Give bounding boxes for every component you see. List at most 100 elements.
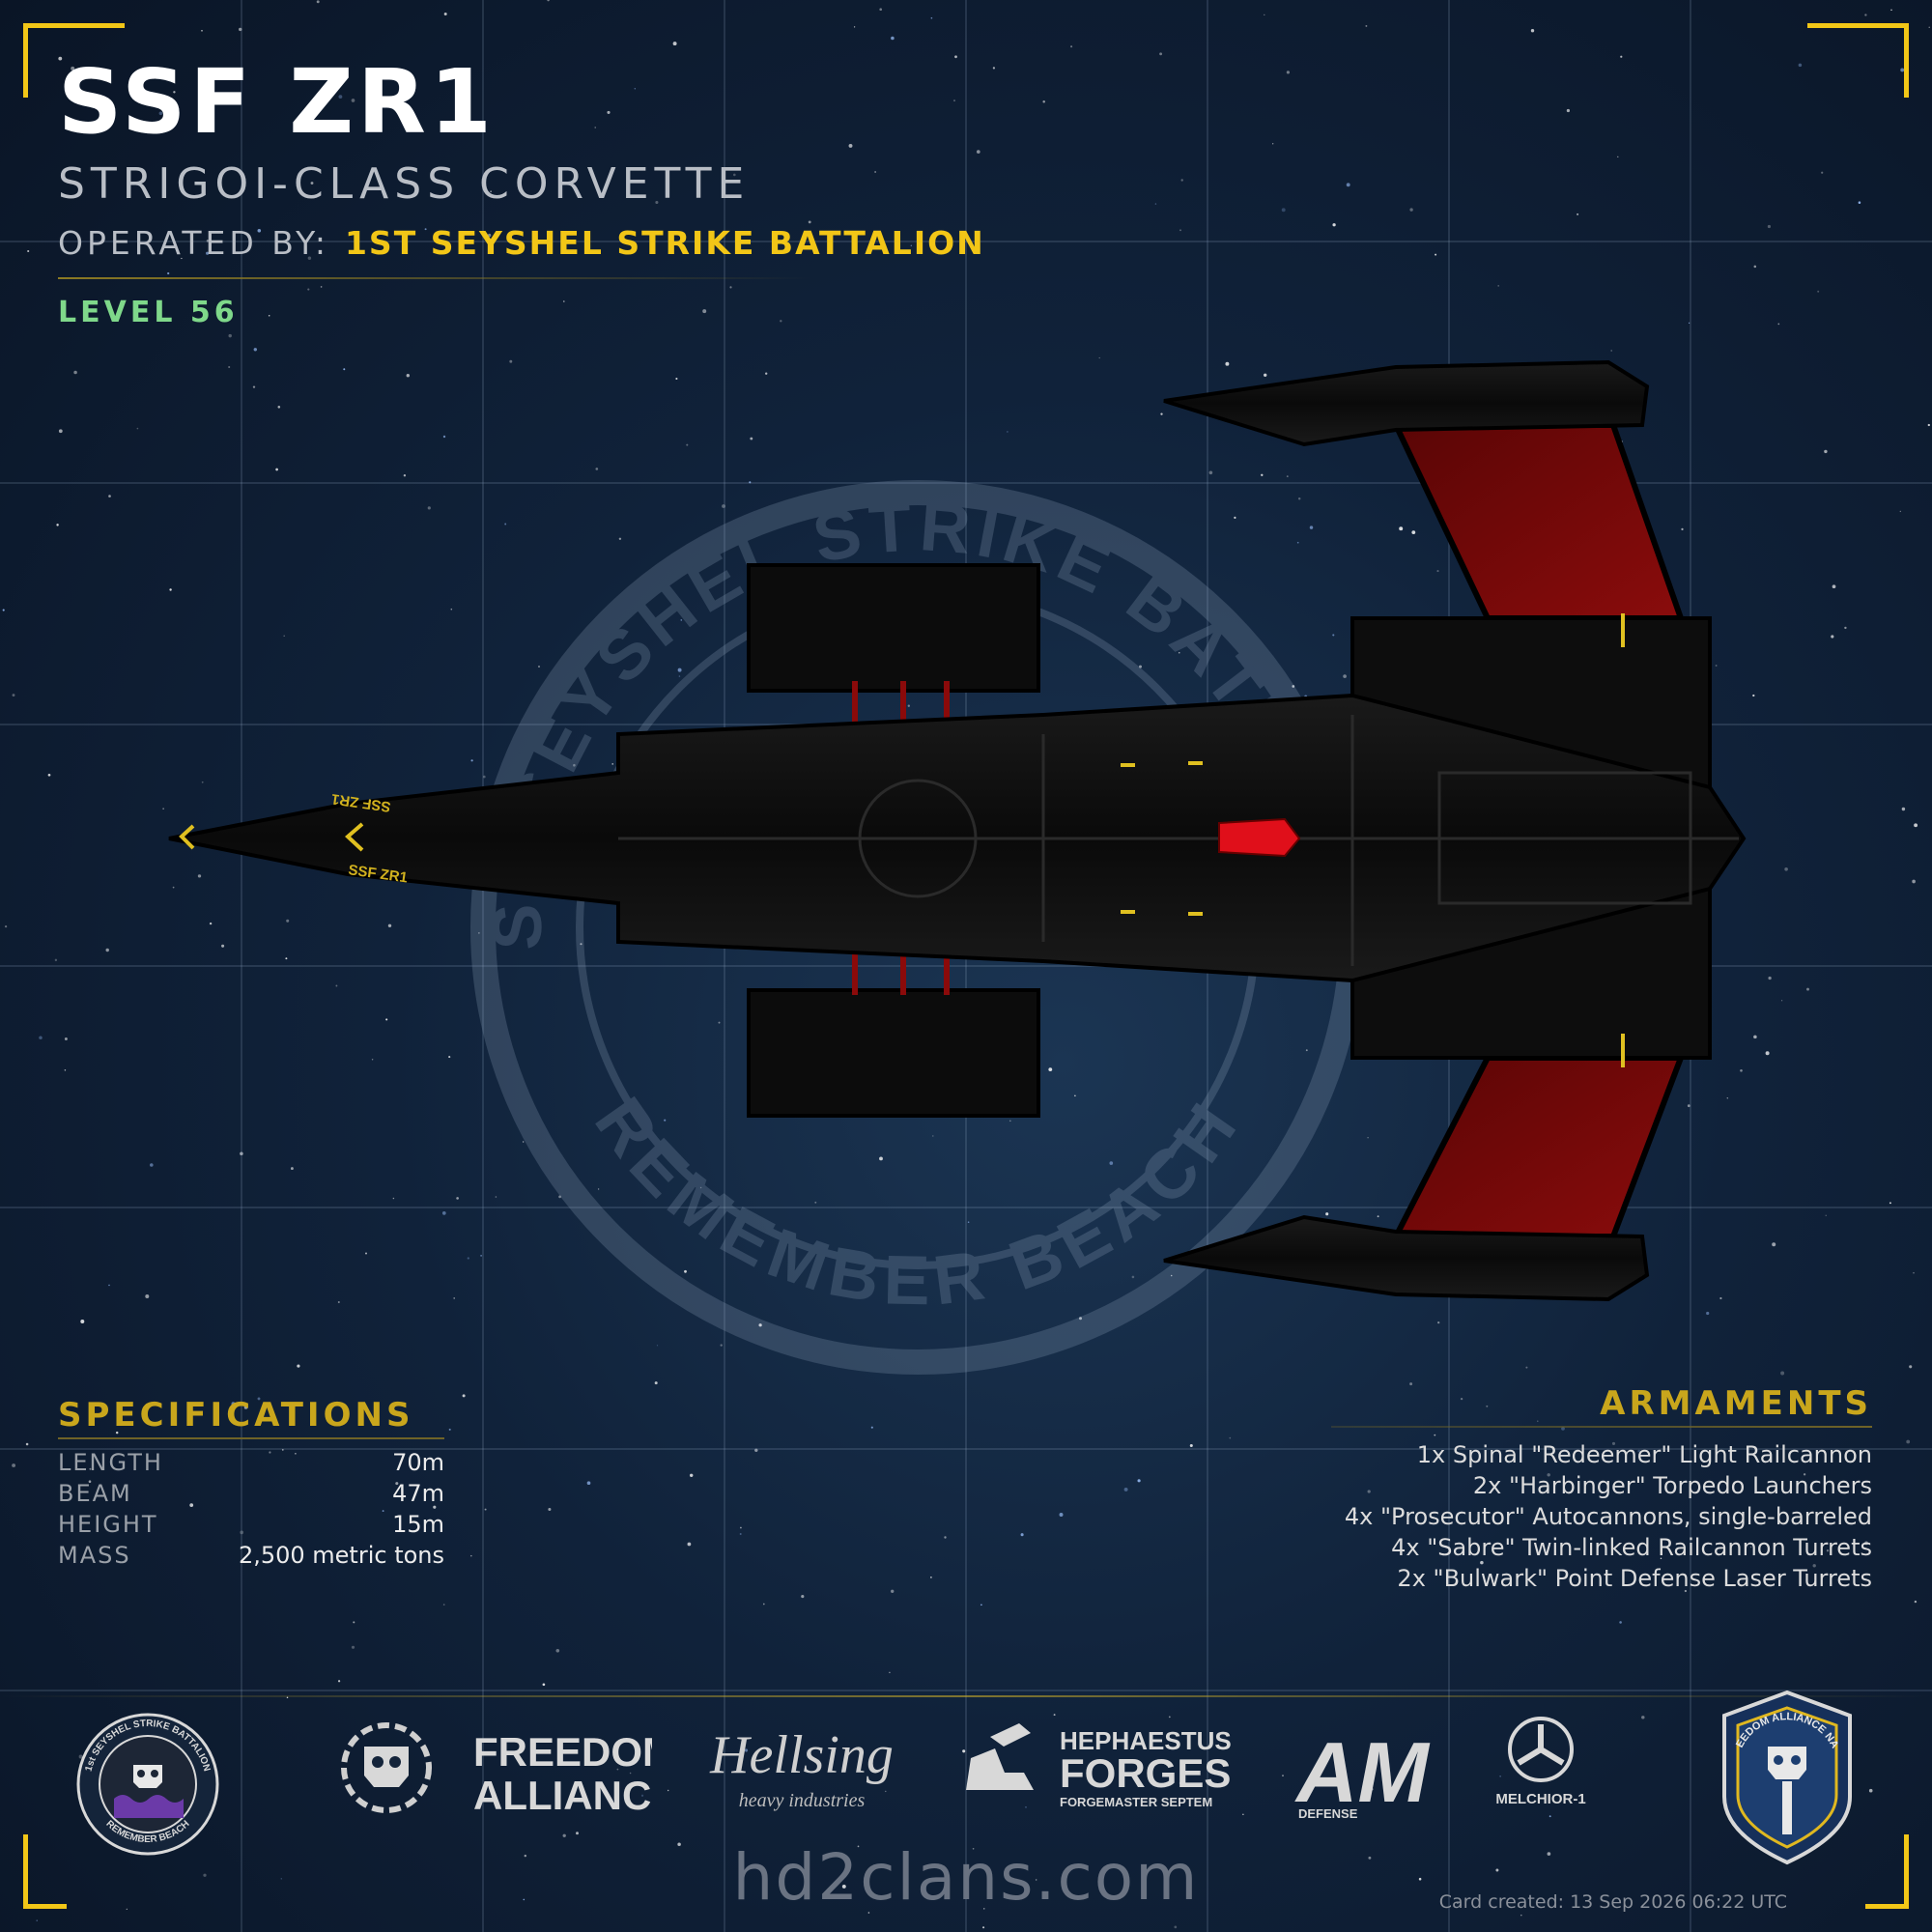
star bbox=[702, 309, 707, 314]
star bbox=[47, 773, 51, 777]
star bbox=[586, 1481, 591, 1486]
operator-name: 1ST SEYSHEL STRIKE BATTALION bbox=[344, 224, 985, 262]
star bbox=[36, 1919, 38, 1921]
star bbox=[307, 288, 310, 291]
star bbox=[490, 190, 492, 192]
star bbox=[162, 808, 164, 810]
specifications-heading: SPECIFICATIONS bbox=[58, 1396, 414, 1435]
star bbox=[108, 495, 111, 497]
star bbox=[1889, 1202, 1891, 1205]
star bbox=[907, 704, 910, 707]
star bbox=[1070, 45, 1073, 48]
spinal-turret-red bbox=[1218, 817, 1301, 858]
header-divider bbox=[58, 277, 811, 279]
star bbox=[1610, 350, 1613, 352]
star bbox=[1229, 1436, 1232, 1439]
star bbox=[320, 286, 323, 288]
melchior-name: MELCHIOR-1 bbox=[1495, 1791, 1585, 1807]
star bbox=[1306, 1794, 1309, 1797]
star bbox=[392, 1197, 395, 1200]
star bbox=[1906, 1439, 1911, 1444]
star bbox=[281, 1449, 284, 1451]
am-defense-logo: AM DEFENSE bbox=[1294, 1724, 1431, 1821]
star bbox=[240, 1530, 244, 1535]
star bbox=[1137, 1479, 1141, 1483]
star bbox=[976, 150, 980, 154]
star bbox=[1354, 1512, 1357, 1514]
star bbox=[80, 1320, 85, 1323]
star bbox=[478, 932, 480, 934]
star bbox=[403, 474, 407, 477]
star bbox=[1074, 1094, 1076, 1097]
star bbox=[1208, 470, 1213, 475]
star bbox=[1619, 1621, 1622, 1624]
operator-line: OPERATED BY:1ST SEYSHEL STRIKE BATTALION bbox=[58, 224, 985, 262]
star bbox=[108, 1284, 110, 1287]
star bbox=[1749, 1546, 1752, 1548]
star bbox=[238, 27, 242, 32]
star bbox=[286, 919, 290, 923]
fa-line2: ALLIANCE bbox=[473, 1773, 652, 1818]
star bbox=[607, 110, 611, 114]
star bbox=[1812, 1564, 1816, 1568]
star bbox=[307, 256, 312, 260]
star bbox=[181, 257, 183, 260]
star bbox=[611, 763, 613, 765]
star bbox=[1525, 1366, 1528, 1369]
star bbox=[209, 922, 213, 925]
star bbox=[64, 1037, 68, 1040]
star bbox=[442, 1604, 445, 1605]
star bbox=[754, 1448, 758, 1453]
star bbox=[1189, 1443, 1193, 1448]
star bbox=[874, 171, 876, 173]
star bbox=[1566, 108, 1571, 113]
spec-key: BEAM bbox=[58, 1480, 132, 1507]
star bbox=[39, 1036, 43, 1039]
star bbox=[1168, 1716, 1171, 1719]
armaments-list: 1x Spinal "Redeemer" Light Railcannon 2x… bbox=[1196, 1439, 1872, 1594]
star bbox=[722, 504, 725, 508]
star bbox=[353, 1621, 355, 1624]
star bbox=[1370, 1787, 1374, 1791]
star bbox=[1784, 867, 1788, 871]
star bbox=[1520, 1914, 1522, 1917]
star bbox=[25, 1442, 29, 1446]
star bbox=[1139, 665, 1142, 668]
star bbox=[243, 1406, 248, 1409]
star bbox=[1179, 229, 1181, 232]
melchior-logo: MELCHIOR-1 bbox=[1495, 1717, 1586, 1807]
star bbox=[1913, 1271, 1915, 1274]
star bbox=[1715, 665, 1718, 667]
star bbox=[1864, 14, 1867, 16]
star bbox=[257, 229, 262, 233]
star bbox=[1914, 1600, 1918, 1604]
star bbox=[172, 886, 175, 889]
star bbox=[1704, 1394, 1706, 1396]
star bbox=[523, 1898, 526, 1901]
star bbox=[462, 1394, 466, 1398]
spec-value: 15m bbox=[392, 1511, 444, 1538]
star bbox=[1928, 26, 1930, 28]
level-badge: LEVEL 56 bbox=[58, 296, 239, 329]
star bbox=[387, 923, 392, 927]
star bbox=[1225, 361, 1230, 366]
star bbox=[424, 228, 427, 231]
star bbox=[504, 523, 507, 526]
star bbox=[1286, 71, 1291, 74]
star bbox=[616, 1768, 619, 1771]
star bbox=[750, 437, 753, 440]
star bbox=[1772, 1242, 1776, 1247]
star bbox=[749, 481, 752, 484]
frame-corner-top-right bbox=[1807, 23, 1909, 98]
specifications-divider bbox=[58, 1437, 444, 1439]
star bbox=[450, 608, 453, 611]
star bbox=[56, 524, 59, 526]
star bbox=[1332, 223, 1336, 227]
freedom-alliance-logo: FREEDOM ALLIANCE bbox=[341, 1722, 652, 1818]
star bbox=[105, 948, 109, 952]
star bbox=[1495, 1868, 1499, 1872]
star bbox=[268, 315, 270, 317]
star bbox=[4, 924, 8, 928]
